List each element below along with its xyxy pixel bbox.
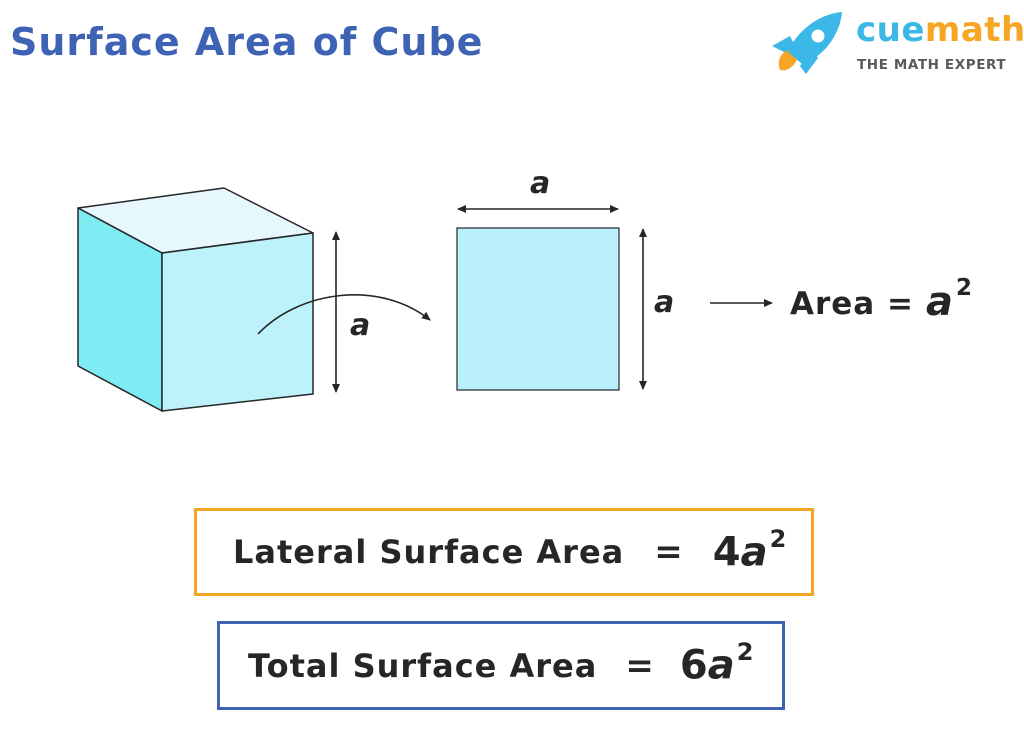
area-var: a xyxy=(926,279,953,325)
lateral-value: 4a2 xyxy=(712,525,787,576)
total-coef: 6 xyxy=(679,642,708,689)
logo-wordmark: cuemath xyxy=(856,10,1024,50)
cube xyxy=(77,187,314,412)
square-face xyxy=(456,227,620,391)
lateral-equals: = xyxy=(654,532,683,572)
area-label: Area = xyxy=(790,286,914,322)
cube-side-label: a xyxy=(350,308,370,343)
total-equals: = xyxy=(625,645,654,686)
cuemath-logo xyxy=(772,12,842,74)
lateral-var: a xyxy=(740,529,768,576)
cube-front-face xyxy=(161,232,314,412)
curved-arrow xyxy=(257,294,431,335)
lateral-label: Lateral Surface Area xyxy=(233,533,625,571)
total-label: Total Surface Area xyxy=(248,646,598,685)
square-top-label: a xyxy=(530,166,550,201)
logo-tagline: THE MATH EXPERT xyxy=(857,57,1007,73)
cube-diagram: a a a Area = a 2 xyxy=(77,166,972,412)
rocket-icon xyxy=(772,12,842,74)
area-exp: 2 xyxy=(956,275,972,301)
logo-word-cue: cue xyxy=(856,10,925,50)
total-surface-area-box: Total Surface Area = 6a2 xyxy=(217,621,785,710)
total-value: 6a2 xyxy=(679,638,754,689)
total-exp: 2 xyxy=(736,638,754,667)
lateral-exp: 2 xyxy=(769,524,787,553)
lateral-surface-area-box: Lateral Surface Area = 4a2 xyxy=(194,508,814,596)
square-side-label: a xyxy=(654,285,674,320)
total-var: a xyxy=(707,642,735,689)
logo-word-math: math xyxy=(924,10,1024,50)
lateral-coef: 4 xyxy=(712,529,741,576)
page-title: Surface Area of Cube xyxy=(10,20,484,64)
